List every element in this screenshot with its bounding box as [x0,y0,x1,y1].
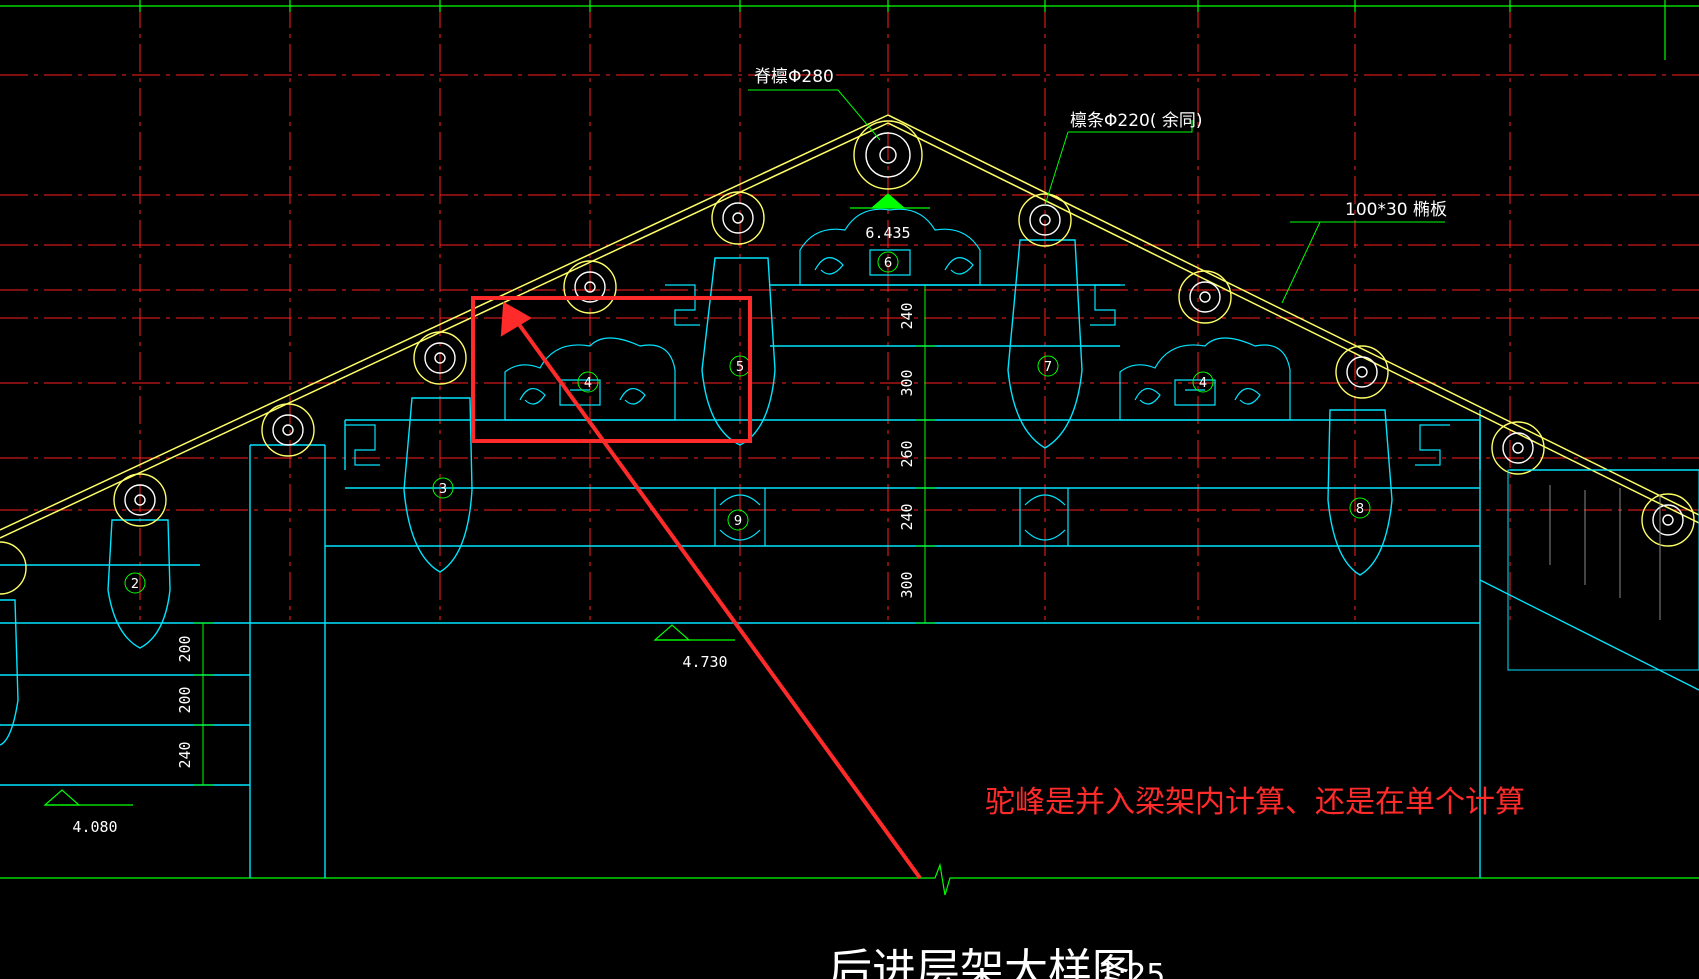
leader-lines [748,89,1445,304]
member-1-column [0,599,19,746]
member-5-column [701,257,776,446]
member-number: 5 [736,360,744,375]
purlin-ridge [853,120,923,190]
camel-hump-4-right [1119,337,1291,421]
dimension-value: 200 [176,686,194,713]
beam-frame [0,284,1699,878]
camel-hump-4-left [504,337,676,421]
dimension-text: 240 300 260 240 300 200 200 240 [176,302,916,768]
member-2-column [107,519,171,649]
member-number: 7 [1044,360,1052,375]
drawing-title: 后进层架大样图 [828,945,1136,979]
elevation-markers [43,193,930,806]
dimension-value: 200 [176,635,194,662]
member-number: 4 [584,376,592,391]
ridge-purlin-label: 脊檩Φ280 [754,67,834,87]
member-number: 4 [1199,376,1207,391]
member-number: 8 [1356,502,1364,517]
rafter-board-label: 100*30 椭板 [1345,200,1447,220]
green-grid [0,0,1699,896]
member-7-column [1007,239,1083,449]
member-number: 3 [439,482,447,497]
dimension-lines [193,284,935,786]
member-8-column [1327,409,1393,576]
dimension-value: 240 [898,302,916,329]
elevation-label: 4.730 [682,653,727,671]
purlins [0,120,1695,595]
member-number-circles [124,251,1371,594]
drawing-scale: 1:25 [1098,958,1165,979]
purlin-label: 檩条Φ220( 余同) [1070,111,1203,131]
member-number: 9 [734,514,742,529]
elevation-label: 4.080 [72,818,117,836]
annotation-markup [471,296,922,880]
dimension-value: 260 [898,440,916,467]
elevation-labels: 6.435 4.730 4.080 [72,224,910,836]
annotation-highlight-box [471,296,752,443]
annotation-arrow-shaft [508,310,922,880]
camel-hump-6-center [799,208,981,286]
member-3-column [403,397,473,573]
bracket-9-right [1019,488,1069,546]
leader-labels: 脊檩Φ280 檩条Φ220( 余同) 100*30 椭板 [754,67,1447,220]
dimension-value: 300 [898,571,916,598]
member-numbers: 2 3 4 5 6 7 4 8 9 [131,256,1364,592]
member-number: 2 [131,577,139,592]
member-number: 6 [884,256,892,271]
dimension-value: 240 [898,503,916,530]
wall-inscription-decoration [1507,469,1699,671]
member-columns [0,239,1393,746]
camel-hump-brackets [345,208,1450,546]
dimension-value: 300 [898,369,916,396]
dimension-value: 240 [176,741,194,768]
annotation-question: 驼峰是并入梁架内计算、还是在单个计算 [985,785,1525,820]
annotation-arrowhead [500,301,532,337]
red-grid [0,0,1699,620]
bracket-9-left [714,488,766,546]
elevation-label: 6.435 [865,224,910,242]
